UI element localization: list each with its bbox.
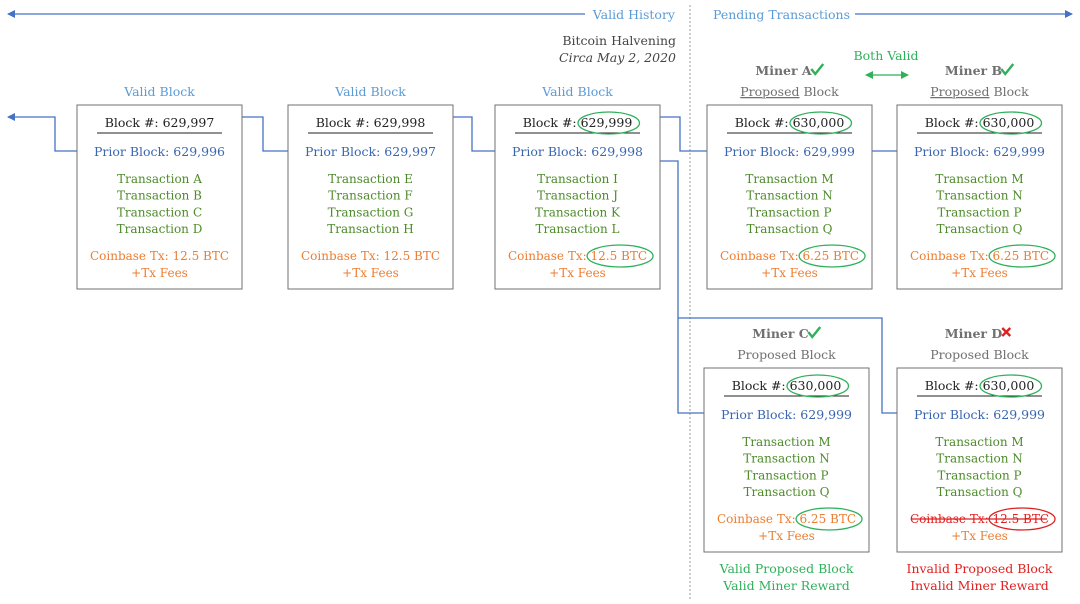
prior-block: Prior Block: 629,999 (724, 144, 855, 159)
block-box (287, 104, 454, 290)
check-icon (807, 326, 822, 339)
proposed-label: Proposed Block (930, 84, 1029, 99)
transaction-item: Transaction P (747, 205, 831, 219)
transaction-item: Transaction M (745, 172, 833, 186)
coinbase-tx: Coinbase Tx: 6.25 BTC (720, 249, 859, 263)
transaction-item: Transaction N (936, 452, 1023, 466)
transaction-item: Transaction E (328, 172, 413, 186)
block-box (703, 367, 870, 553)
block-box (896, 367, 1063, 553)
transaction-item: Transaction N (746, 189, 833, 203)
highlight-oval (979, 111, 1043, 135)
highlight-oval (979, 374, 1043, 398)
status-footer: Invalid Proposed Block (907, 561, 1053, 576)
transaction-item: Transaction N (936, 189, 1023, 203)
block-box (706, 104, 873, 290)
coinbase-tx: Coinbase Tx: 12.5 BTC (301, 249, 440, 263)
block-label: Valid Block (123, 84, 195, 99)
prior-block: Prior Block: 629,999 (721, 407, 852, 422)
valid-history-label: Valid History (592, 7, 676, 22)
tx-fees: +Tx Fees (342, 266, 399, 280)
cross-icon (1001, 327, 1012, 337)
miner-name: Miner D (945, 326, 1003, 341)
miner-name: Miner C (752, 326, 809, 341)
prior-block: Prior Block: 629,999 (914, 144, 1045, 159)
status-footer: Valid Proposed Block (719, 561, 854, 576)
block-label: Valid Block (334, 84, 406, 99)
transaction-item: Transaction H (327, 222, 414, 236)
coinbase-tx: Coinbase Tx: 12.5 BTC (90, 249, 229, 263)
proposed-label: Proposed Block (737, 347, 836, 362)
block-number: Block #: 629,997 (105, 115, 215, 130)
transaction-item: Transaction P (937, 468, 1021, 482)
halvening-title: Bitcoin Halvening (562, 33, 676, 48)
highlight-oval (795, 507, 863, 531)
pending-transactions-label: Pending Transactions (713, 7, 850, 22)
transaction-item: Transaction G (328, 205, 414, 219)
status-footer: Valid Miner Reward (722, 578, 849, 593)
transaction-item: Transaction J (537, 189, 618, 203)
transaction-item: Transaction F (328, 189, 412, 203)
proposed-label: Proposed Block (930, 347, 1029, 362)
status-footer: Invalid Miner Reward (910, 578, 1049, 593)
block-label: Valid Block (541, 84, 613, 99)
miner-name: Miner B (945, 63, 1002, 78)
block-box (896, 104, 1063, 290)
miner-name: Miner A (755, 63, 812, 78)
transaction-item: Transaction M (935, 435, 1023, 449)
tx-fees: +Tx Fees (951, 266, 1008, 280)
highlight-oval (798, 244, 866, 268)
transaction-item: Transaction P (937, 205, 1021, 219)
tx-fees: +Tx Fees (758, 529, 815, 543)
transaction-item: Transaction M (742, 435, 830, 449)
tx-fees: +Tx Fees (951, 529, 1008, 543)
proposed-label: Proposed Block (740, 84, 839, 99)
coinbase-tx: Coinbase Tx: 6.25 BTC (717, 512, 856, 526)
transaction-item: Transaction A (117, 172, 202, 186)
transaction-item: Transaction M (935, 172, 1023, 186)
transaction-item: Transaction Q (744, 485, 830, 499)
tx-fees: +Tx Fees (549, 266, 606, 280)
prior-block: Prior Block: 629,997 (305, 144, 436, 159)
transaction-item: Transaction B (117, 189, 202, 203)
both-valid-label: Both Valid (853, 48, 918, 63)
prior-block: Prior Block: 629,999 (914, 407, 1045, 422)
tx-fees: +Tx Fees (761, 266, 818, 280)
highlight-oval (786, 374, 850, 398)
coinbase-tx: Coinbase Tx: 6.25 BTC (910, 249, 1049, 263)
transaction-item: Transaction C (117, 205, 202, 219)
transaction-item: Transaction I (537, 172, 618, 186)
check-icon (1000, 63, 1015, 76)
transaction-item: Transaction Q (937, 485, 1023, 499)
transaction-item: Transaction K (535, 205, 621, 219)
highlight-oval (577, 111, 641, 135)
block-number: Block #: 629,998 (316, 115, 426, 130)
transaction-item: Transaction P (744, 468, 828, 482)
transaction-item: Transaction L (535, 222, 619, 236)
transaction-item: Transaction Q (937, 222, 1023, 236)
highlight-oval (586, 244, 654, 268)
prior-block: Prior Block: 629,998 (512, 144, 643, 159)
highlight-oval (988, 244, 1056, 268)
transaction-item: Transaction D (117, 222, 203, 236)
transaction-item: Transaction N (743, 452, 830, 466)
tx-fees: +Tx Fees (131, 266, 188, 280)
highlight-oval (789, 111, 853, 135)
prior-block: Prior Block: 629,996 (94, 144, 225, 159)
halvening-date: Circa May 2, 2020 (559, 50, 676, 65)
transaction-item: Transaction Q (747, 222, 833, 236)
block-box (76, 104, 243, 290)
block-box (494, 104, 661, 290)
check-icon (810, 63, 825, 76)
coinbase-tx: Coinbase Tx: 12.5 BTC (508, 249, 647, 263)
